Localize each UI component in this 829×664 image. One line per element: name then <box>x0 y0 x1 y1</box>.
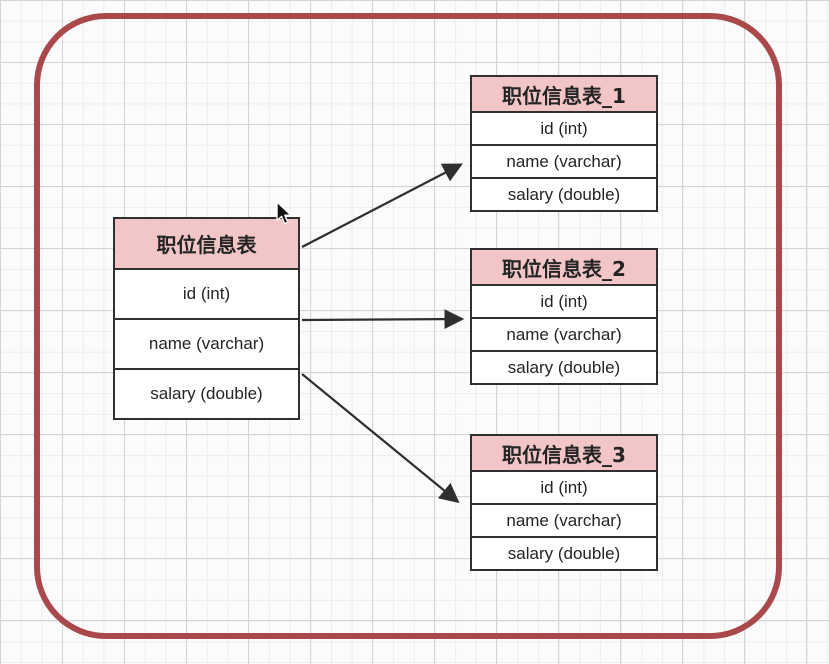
table-source-field-name: name (varchar) <box>115 318 298 368</box>
table-shard-2[interactable]: 职位信息表_2 id (int) name (varchar) salary (… <box>470 248 658 385</box>
table-source-field-id: id (int) <box>182 284 231 303</box>
table-shard-2-field-salary: salary (double) <box>472 350 656 383</box>
table-shard-1-field-id: id (int) <box>540 118 588 138</box>
table-shard-2-field-id: id (int) <box>540 291 588 311</box>
table-shard-1[interactable]: 职位信息表_1 id (int) name (varchar) salary (… <box>470 75 658 212</box>
table-shard-3-field-name: name (varchar) <box>472 503 656 536</box>
table-shard-1-header: 职位信息表_1 <box>472 77 656 113</box>
rounded-frame <box>34 13 782 639</box>
arrow-to-shard-1[interactable] <box>301 163 463 248</box>
table-shard-2-header: 职位信息表_2 <box>472 250 656 286</box>
table-shard-3-field-salary: salary (double) <box>472 536 656 569</box>
table-source[interactable]: 职位信息表 id (int) name (varchar) salary (do… <box>113 217 300 420</box>
table-shard-3-header: 职位信息表_3 <box>472 436 656 472</box>
table-shard-1-field-salary: salary (double) <box>472 177 656 210</box>
table-source-field-salary: salary (double) <box>115 368 298 418</box>
table-shard-3-field-id: id (int) <box>540 477 588 497</box>
table-shard-3[interactable]: 职位信息表_3 id (int) name (varchar) salary (… <box>470 434 658 571</box>
arrow-to-shard-3[interactable] <box>301 373 460 504</box>
arrow-to-shard-2[interactable] <box>301 309 465 330</box>
table-shard-1-field-name: name (varchar) <box>472 144 656 177</box>
table-source-header: 职位信息表 <box>115 219 298 270</box>
table-shard-2-field-name: name (varchar) <box>472 317 656 350</box>
